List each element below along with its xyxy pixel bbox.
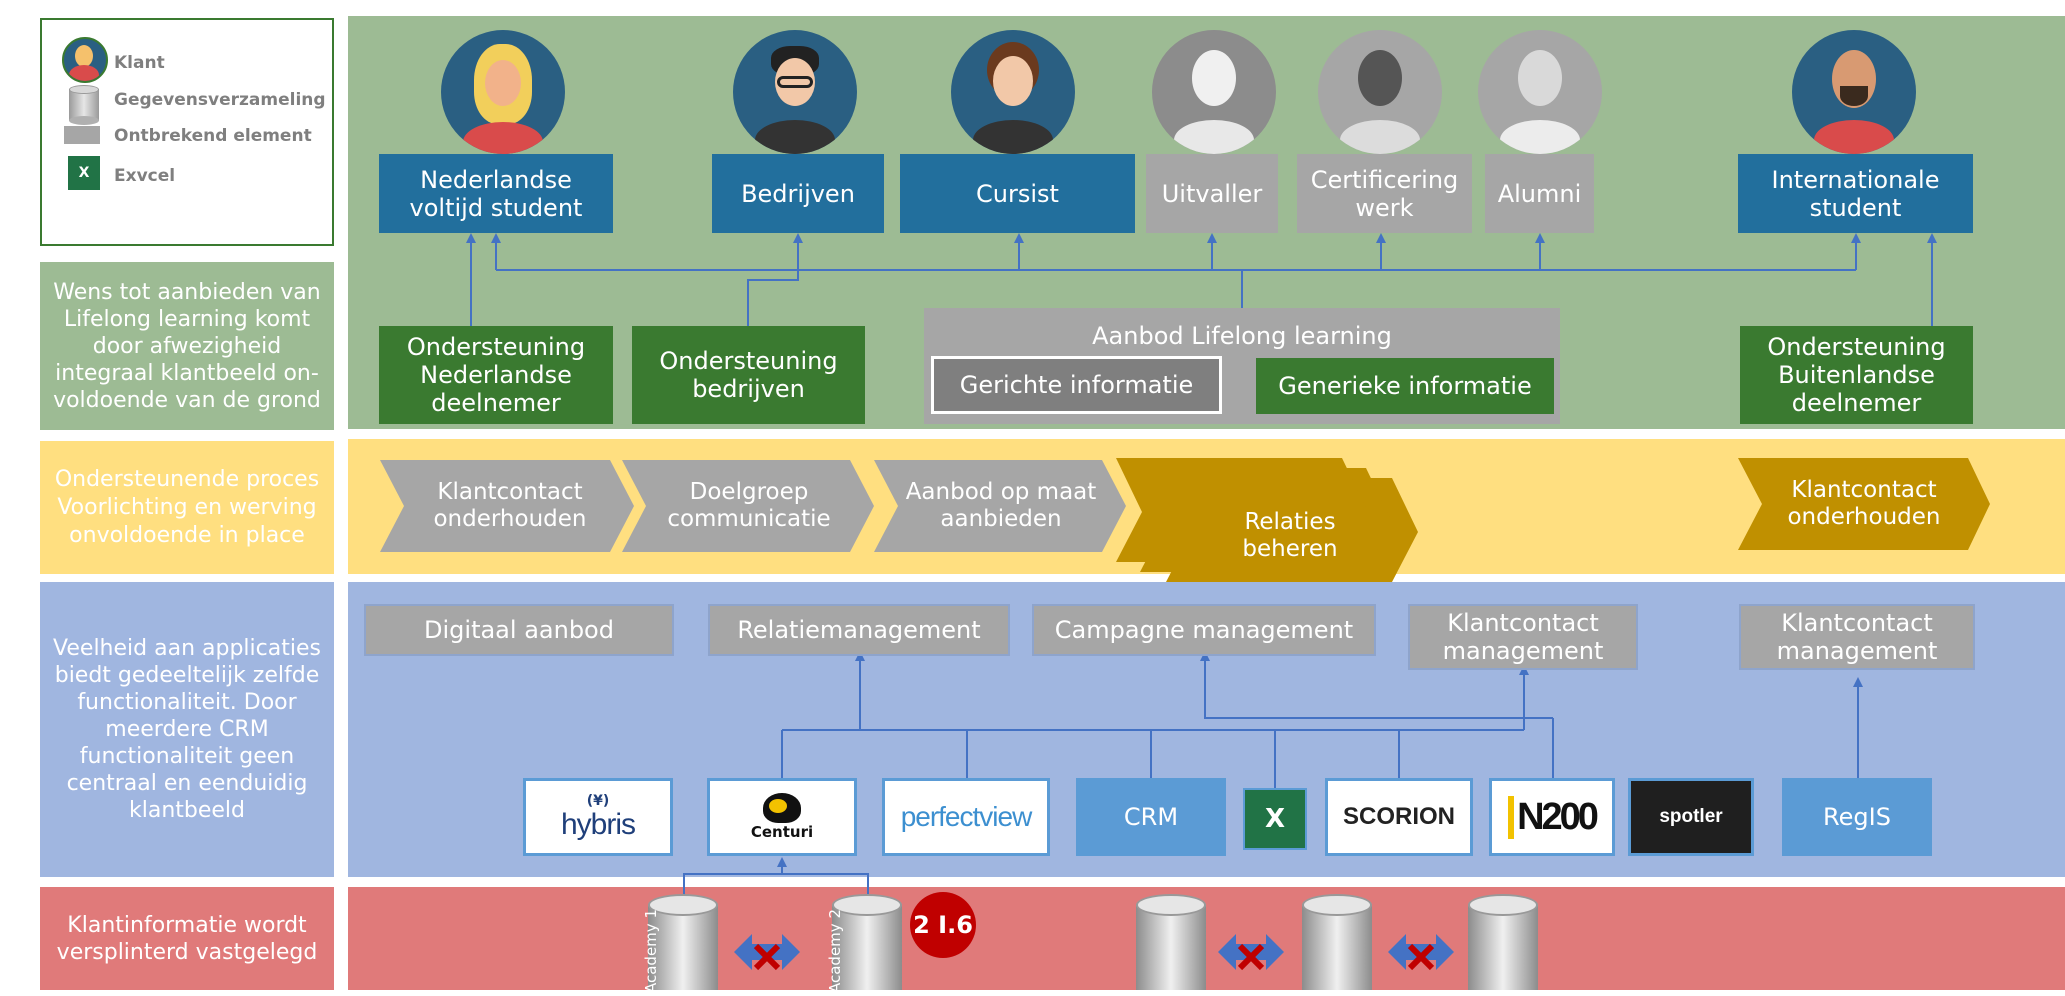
chevron-relaties-beheren — [1116, 458, 1368, 562]
gerichte-informatie[interactable]: Gerichte informatie — [931, 356, 1222, 414]
avatar-bedrijven — [733, 30, 857, 154]
database-academy-1 — [648, 894, 718, 990]
support-nederlandse-deelnemer[interactable]: Ondersteuning Nederlandse deelnemer — [379, 326, 613, 424]
app-scorion[interactable]: SCORION — [1325, 778, 1473, 856]
function-klantcontact-management-1[interactable]: Klantcontact management — [1408, 604, 1638, 670]
legend-label-gegevensverzameling: Gegevensverzameling — [114, 90, 326, 110]
data-band — [348, 887, 2065, 990]
perfectview-label: perfectview — [900, 801, 1033, 832]
avatar-cursist — [951, 30, 1075, 154]
app-regis[interactable]: RegIS — [1782, 778, 1932, 856]
broken-sync-icon-2 — [1218, 934, 1284, 971]
app-hybris[interactable]: (¥) hybris — [523, 778, 673, 856]
n200-label: N200 — [1508, 795, 1599, 839]
legend-label-klant: Klant — [114, 53, 165, 73]
support-buitenlandse-deelnemer[interactable]: Ondersteuning Buitenlandse deelnemer — [1740, 326, 1973, 424]
process-step-klantcontact-1[interactable]: Klantcontact onderhouden — [433, 479, 587, 532]
excel-app-icon[interactable]: X — [1243, 788, 1307, 850]
avatar-internationale-student — [1792, 30, 1916, 154]
customers-note: Wens tot aanbieden van Lifelong learning… — [40, 262, 334, 430]
avatar-nederlandse-student — [441, 30, 565, 154]
centuri-label: Centuri — [750, 823, 814, 841]
database-4 — [1302, 894, 1372, 990]
aanbod-title: Aanbod Lifelong learning — [1092, 322, 1392, 350]
function-digitaal-aanbod[interactable]: Digitaal aanbod — [364, 604, 674, 656]
chevron-klantcontact-1 — [380, 460, 634, 552]
process-step-relaties-beheren[interactable]: Relaties beheren — [1242, 509, 1338, 562]
avatar-uitvaller — [1152, 30, 1276, 154]
app-n200[interactable]: N200 — [1489, 778, 1615, 856]
app-perfectview[interactable]: perfectview — [882, 778, 1050, 856]
function-klantcontact-management-2[interactable]: Klantcontact management — [1739, 604, 1975, 670]
applications-note: Veelheid aan applicaties biedt gedeeltel… — [40, 582, 334, 877]
customer-nederlandse-student[interactable]: Nederlandse voltijd student — [379, 154, 613, 233]
scorion-label: SCORION — [1342, 803, 1455, 830]
customer-uitvaller[interactable]: Uitvaller — [1146, 154, 1278, 233]
reference-badge: 2 I.6 — [910, 892, 976, 958]
customer-icon — [62, 37, 108, 83]
data-note: Klantinformatie wordt versplinterd vastg… — [40, 887, 334, 990]
process-step-aanbod-op-maat[interactable]: Aanbod op maat aanbieden — [905, 479, 1097, 532]
chevron-klantcontact-2 — [1738, 458, 1990, 550]
database-5 — [1468, 894, 1538, 990]
broken-sync-icon-3 — [1388, 934, 1454, 971]
app-crm[interactable]: CRM — [1076, 778, 1226, 856]
customer-cursist[interactable]: Cursist — [900, 154, 1135, 233]
chevron-aanbod-op-maat — [874, 460, 1126, 552]
legend-label-excel: Exvcel — [114, 166, 176, 186]
database-icon — [69, 85, 99, 125]
excel-icon: X — [68, 156, 100, 190]
customer-internationale-student[interactable]: Internationale student — [1738, 154, 1973, 233]
function-relatiemanagement[interactable]: Relatiemanagement — [708, 604, 1010, 656]
process-step-doelgroep[interactable]: Doelgroep communicatie — [667, 479, 831, 532]
aanbod-lifelong-learning-panel: Aanbod Lifelong learning Gerichte inform… — [924, 308, 1560, 424]
process-note: Ondersteunende proces Voorlichting en we… — [40, 441, 334, 574]
spotler-label: spotler — [1659, 806, 1723, 827]
hybris-label: hybris — [560, 808, 636, 841]
avatar-certificering — [1318, 30, 1442, 154]
function-campagne-management[interactable]: Campagne management — [1032, 604, 1376, 656]
chevron-doelgroep — [622, 460, 874, 552]
avatar-alumni — [1478, 30, 1602, 154]
support-bedrijven[interactable]: Ondersteuning bedrijven — [632, 326, 865, 424]
generieke-informatie[interactable]: Generieke informatie — [1256, 358, 1554, 414]
database-3 — [1136, 894, 1206, 990]
legend-label-ontbrekend-element: Ontbrekend element — [114, 126, 312, 146]
customer-bedrijven[interactable]: Bedrijven — [712, 154, 884, 233]
gray-box-icon — [64, 126, 100, 144]
customer-alumni[interactable]: Alumni — [1485, 154, 1594, 233]
app-centuri[interactable]: Centuri — [707, 778, 857, 856]
app-spotler[interactable]: spotler — [1628, 778, 1754, 856]
database-academy-2 — [832, 894, 902, 990]
broken-sync-icon-1 — [734, 934, 800, 971]
legend: Klant Gegevensverzameling Ontbrekend ele… — [40, 18, 334, 246]
process-step-klantcontact-2[interactable]: Klantcontact onderhouden — [1787, 477, 1941, 530]
customer-certificering-werk[interactable]: Certificering werk — [1297, 154, 1472, 233]
